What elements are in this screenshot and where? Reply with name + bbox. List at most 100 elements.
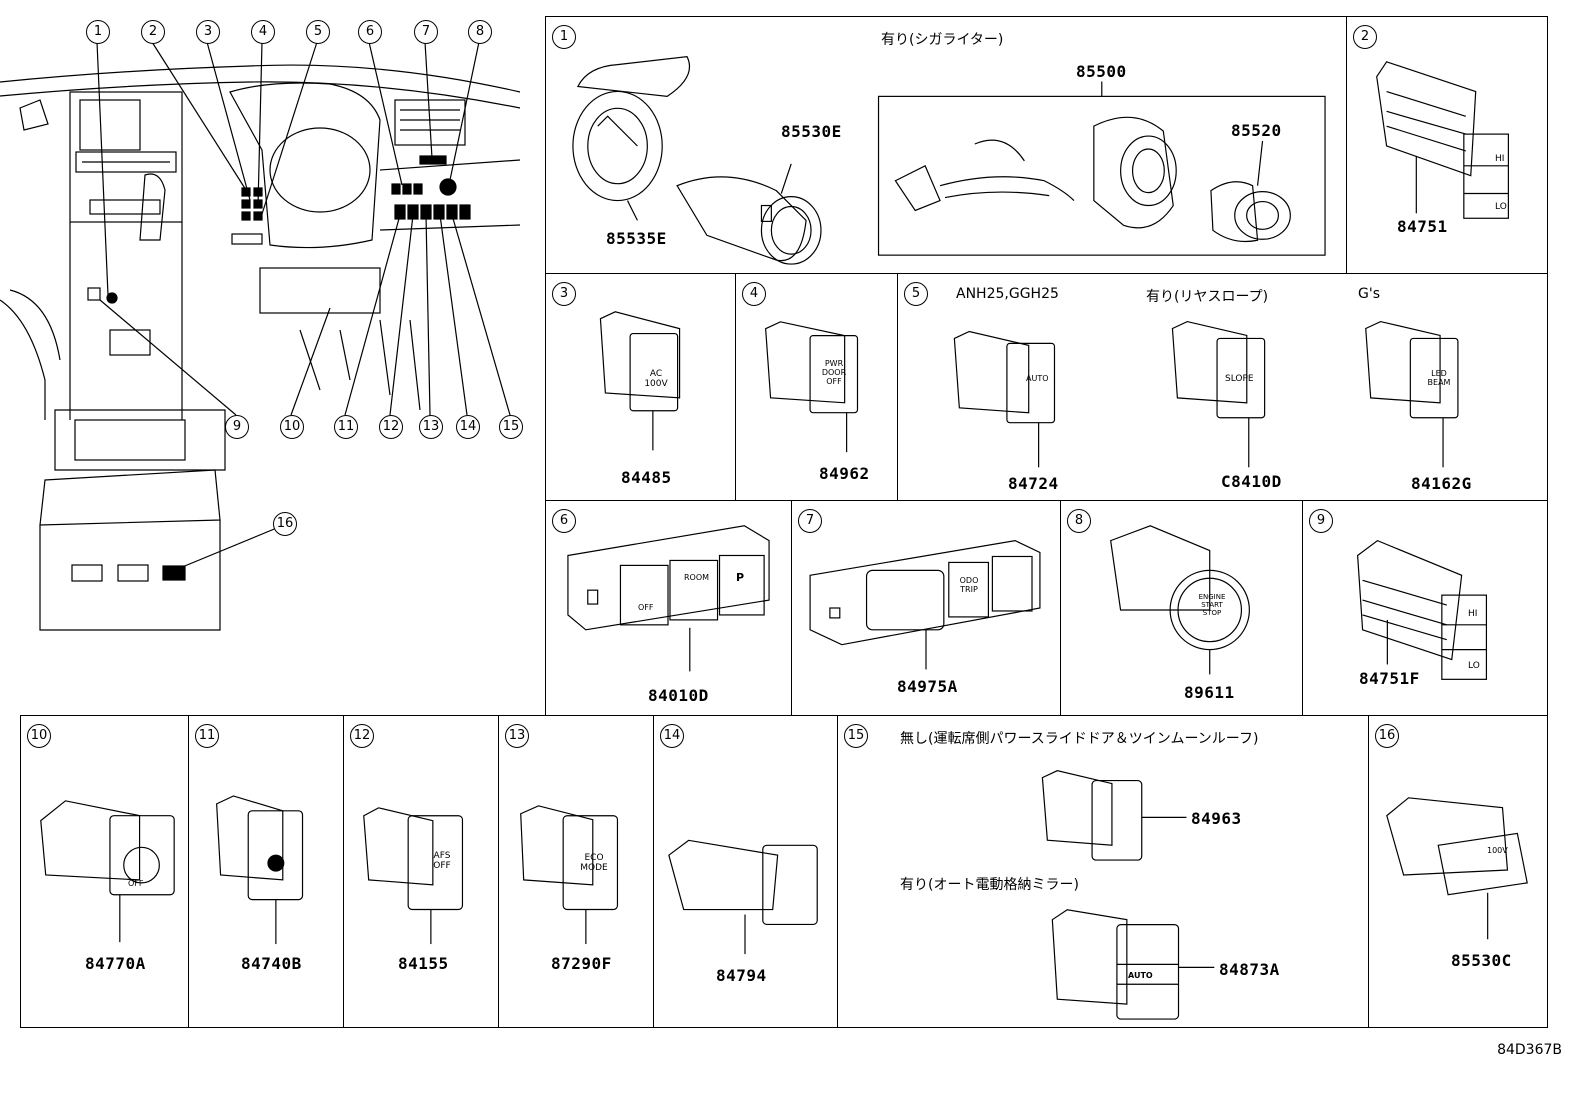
s10-label: OFF <box>128 879 144 888</box>
callout-12: 12 <box>379 415 403 439</box>
part-84962: 84962 <box>819 464 870 483</box>
section-12: 12 AFS OFF 84155 <box>343 715 499 1028</box>
part-84162G: 84162G <box>1411 474 1472 493</box>
cigarette-lighter-art <box>572 56 1326 265</box>
s5-note-c: G's <box>1358 286 1380 302</box>
section-14: 14 84794 <box>653 715 838 1028</box>
section-8-number: 8 <box>1067 509 1091 533</box>
s2-hi-label: HI <box>1495 154 1505 164</box>
section-13: 13 ECO MODE 87290F <box>498 715 654 1028</box>
s5-note-a: ANH25,GGH25 <box>956 286 1059 302</box>
s4-label: PWR DOOR OFF <box>821 359 847 386</box>
part-85520: 85520 <box>1231 121 1282 140</box>
triple-switch-art <box>567 525 770 672</box>
s16-label: 100V <box>1487 846 1508 855</box>
start-button-art <box>1110 525 1250 675</box>
part-87290F: 87290F <box>551 954 612 973</box>
part-84740B: 84740B <box>241 954 302 973</box>
s3-label: AC 100V <box>644 369 668 389</box>
s6a-label: OFF <box>638 603 654 612</box>
section-3-number: 3 <box>552 282 576 306</box>
section-2: 2 HI LO 84751 <box>1346 16 1548 274</box>
s15-note-b: 有り(オート電動格納ミラー) <box>900 877 1079 893</box>
callout-2: 2 <box>141 20 165 44</box>
section-10: 10 OFF 84770A <box>20 715 189 1028</box>
part-84873A: 84873A <box>1219 960 1280 979</box>
part-C8410D: C8410D <box>1221 472 1282 491</box>
part-84485: 84485 <box>621 468 672 487</box>
section-8: 8 ENGINE START STOP 89611 <box>1060 500 1303 716</box>
callout-14: 14 <box>456 415 480 439</box>
section-16-number: 16 <box>1375 724 1399 748</box>
dashboard-line-art <box>0 41 521 631</box>
callout-10: 10 <box>280 415 304 439</box>
section-10-number: 10 <box>27 724 51 748</box>
part-84975A: 84975A <box>897 677 958 696</box>
s15-note-a: 無し(運転席側パワースライドドア＆ツインムーンルーフ) <box>900 731 1259 747</box>
part-84963: 84963 <box>1191 809 1242 828</box>
s5a-label: AUTO <box>1026 374 1049 383</box>
callout-11: 11 <box>334 415 358 439</box>
slope-switch-art <box>953 320 1459 468</box>
part-85530C: 85530C <box>1451 951 1512 970</box>
s9-hi-label: HI <box>1468 609 1478 619</box>
part-89611: 89611 <box>1184 683 1235 702</box>
section-16: 16 100V 85530C <box>1368 715 1548 1028</box>
section-5: 5 ANH25,GGH25 有り(リヤスロープ) G's AUTO SLOPE … <box>897 273 1548 501</box>
part-84724: 84724 <box>1008 474 1059 493</box>
section-9-number: 9 <box>1309 509 1333 533</box>
odo-trip-switch-art <box>809 540 1041 670</box>
part-84155: 84155 <box>398 954 449 973</box>
callout-4: 4 <box>251 20 275 44</box>
callout-13: 13 <box>419 415 443 439</box>
section-11: 11 84740B <box>188 715 344 1028</box>
callout-3: 3 <box>196 20 220 44</box>
callout-1: 1 <box>86 20 110 44</box>
ac100v-switch-art <box>599 311 681 451</box>
seat-heater-switch-art <box>1376 61 1509 219</box>
s2-lo-label: LO <box>1495 202 1507 212</box>
defogger-switch-art <box>668 839 818 955</box>
callout-8: 8 <box>468 20 492 44</box>
section-2-number: 2 <box>1353 25 1377 49</box>
section-13-number: 13 <box>505 724 529 748</box>
part-84794: 84794 <box>716 966 767 985</box>
diagram-code: 84D367B <box>1497 1042 1562 1058</box>
section-7: 7 ODO TRIP 84975A <box>791 500 1061 716</box>
part-84010D: 84010D <box>648 686 709 705</box>
part-84751F: 84751F <box>1359 669 1420 688</box>
section-4: 4 PWR DOOR OFF 84962 <box>735 273 898 501</box>
callout-7: 7 <box>414 20 438 44</box>
s5-note-b: 有り(リヤスロープ) <box>1146 289 1269 305</box>
afs-switch-art <box>363 807 464 945</box>
eco-mode-switch-art <box>520 805 619 945</box>
s9-lo-label: LO <box>1468 661 1480 671</box>
section-15: 15 無し(運転席側パワースライドドア＆ツインムーンルーフ) 有り(オート電動格… <box>837 715 1369 1028</box>
part-85500: 85500 <box>1076 62 1127 81</box>
section-15-number: 15 <box>844 724 868 748</box>
s6c-label: P <box>736 571 745 584</box>
section-4-number: 4 <box>742 282 766 306</box>
section-1: 1 有り(シガライター) 85500 85535E 85530E 85520 <box>545 16 1347 274</box>
s7-label: ODO TRIP <box>959 576 979 594</box>
part-85530E: 85530E <box>781 122 842 141</box>
s6b-label: ROOM <box>684 573 710 582</box>
ptc-switch-art <box>40 800 175 943</box>
callout-16: 16 <box>273 512 297 536</box>
section-12-number: 12 <box>350 724 374 748</box>
section-3: 3 AC 100V 84485 <box>545 273 736 501</box>
section-9: 9 HI LO 84751F <box>1302 500 1548 716</box>
callout-6: 6 <box>358 20 382 44</box>
part-84770A: 84770A <box>85 954 146 973</box>
s15-auto-label: AUTO <box>1128 971 1153 980</box>
s5b-label: SLOPE <box>1225 374 1254 384</box>
seat-heater-switch-art-2 <box>1357 539 1488 680</box>
callout-9: 9 <box>225 415 249 439</box>
mirror-switch-art <box>1041 770 1215 1020</box>
section-14-number: 14 <box>660 724 684 748</box>
power-door-switch-art <box>765 321 859 453</box>
ac-outlet-art <box>1386 797 1528 940</box>
section-1-note: 有り(シガライター) <box>881 32 1004 48</box>
section-1-number: 1 <box>552 25 576 49</box>
part-85535E: 85535E <box>606 229 667 248</box>
